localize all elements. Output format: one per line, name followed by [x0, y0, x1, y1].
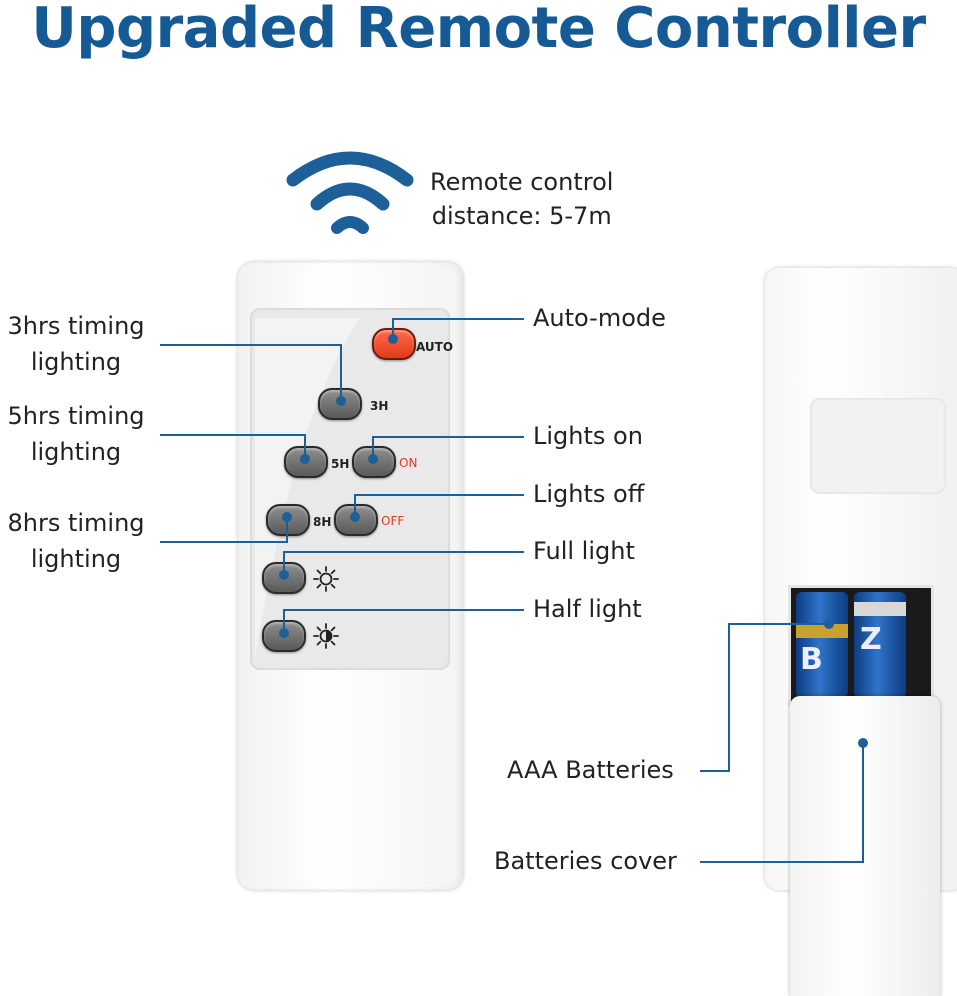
label-aaa-batteries: AAA Batteries	[507, 756, 674, 784]
leader-line-off-drop	[354, 494, 356, 516]
leader-line-3h-drop	[340, 344, 342, 400]
auto-button-label: AUTO	[416, 340, 454, 354]
aaa-battery-left: B	[796, 592, 848, 698]
leader-dot-3h	[336, 396, 346, 406]
leader-line-batteries-top	[728, 623, 828, 625]
leader-dot-batteries	[824, 619, 834, 629]
leader-line-cover-rise	[862, 742, 864, 863]
leader-dot-cover	[858, 738, 868, 748]
sun-outline-icon	[313, 566, 339, 592]
aaa-battery-right: Z	[854, 592, 906, 698]
wireless-signal-icon	[286, 151, 414, 234]
leader-line-cover	[700, 861, 864, 863]
leader-line-batteries-rise	[728, 623, 730, 772]
battery-letter-left: B	[800, 642, 823, 677]
panel-highlight-shape	[255, 318, 360, 658]
auto-button[interactable]	[372, 328, 416, 360]
leader-line-half	[285, 609, 524, 611]
label-5hrs-timing: 5hrs timing lighting	[7, 402, 145, 466]
timer-5h-label: 5H	[331, 457, 350, 471]
leader-line-auto-drop	[392, 318, 394, 336]
leader-line-5h	[160, 434, 306, 436]
leader-line-5h-drop	[304, 434, 306, 458]
leader-dot-full	[279, 570, 289, 580]
label-lights-off: Lights off	[533, 480, 645, 508]
leader-line-8h	[160, 541, 288, 543]
leader-line-on	[374, 436, 524, 438]
half-sun-icon	[313, 623, 339, 649]
range-text: Remote control distance: 5-7m	[430, 168, 614, 230]
label-half-light: Half light	[533, 595, 642, 623]
timer-3h-label: 3H	[370, 399, 389, 413]
battery-letter-right: Z	[860, 622, 882, 657]
leader-dot-5h	[300, 454, 310, 464]
lights-on-label: ON	[399, 456, 418, 470]
leader-line-full-drop	[283, 551, 285, 573]
leader-dot-on	[368, 454, 378, 464]
leader-line-batteries	[700, 770, 730, 772]
leader-line-auto	[394, 318, 524, 320]
label-full-light: Full light	[533, 537, 635, 565]
label-8hrs-timing: 8hrs timing lighting	[7, 509, 145, 573]
leader-line-full	[285, 551, 524, 553]
leader-dot-8h	[282, 512, 292, 522]
leader-line-8h-rise	[286, 518, 288, 543]
leader-dot-half	[279, 628, 289, 638]
leader-dot-auto	[388, 334, 398, 344]
leader-dot-off	[350, 512, 360, 522]
lights-off-label: OFF	[381, 514, 405, 528]
remote-back-window	[810, 398, 946, 494]
label-auto-mode: Auto-mode	[533, 304, 666, 332]
label-lights-on: Lights on	[533, 422, 643, 450]
leader-line-off	[356, 494, 524, 496]
label-3hrs-timing: 3hrs timing lighting	[7, 312, 145, 376]
label-batteries-cover: Batteries cover	[494, 847, 677, 875]
leader-line-on-drop	[372, 436, 374, 458]
timer-8h-label: 8H	[313, 515, 332, 529]
leader-line-half-drop	[283, 609, 285, 631]
page-title: Upgraded Remote Controller	[31, 0, 926, 61]
leader-line-3h	[160, 344, 342, 346]
